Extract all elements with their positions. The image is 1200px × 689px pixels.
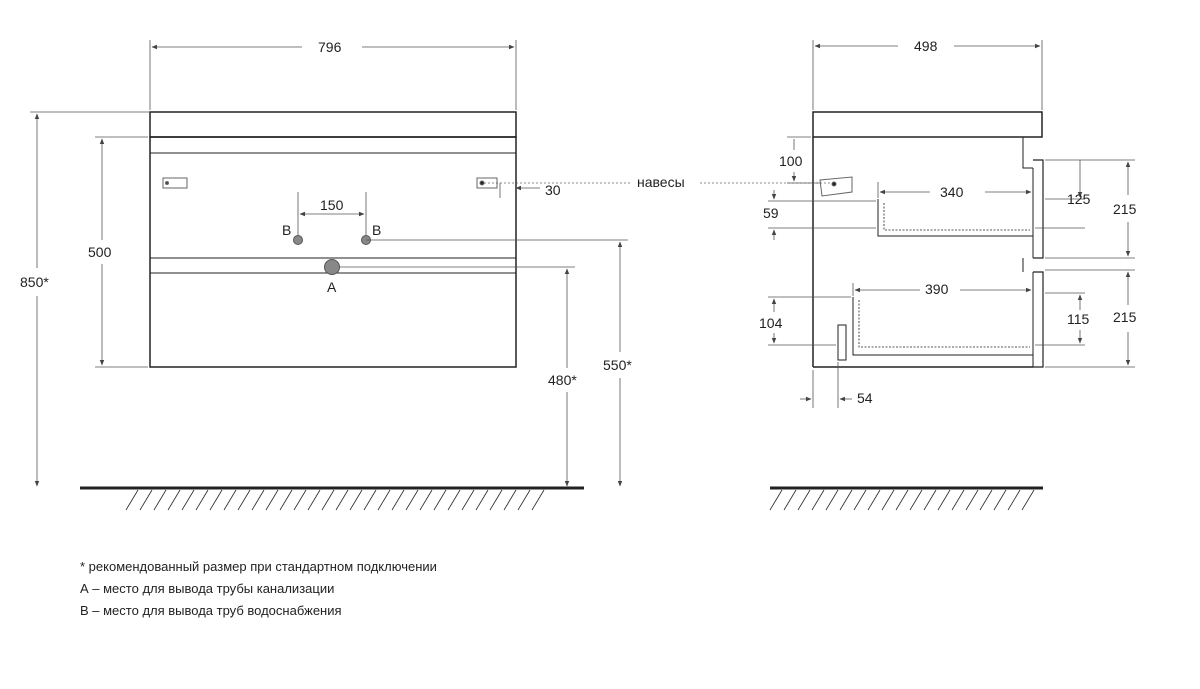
- drawer1-total-label: 215: [1113, 201, 1137, 217]
- drawer1-height-label: 59: [763, 205, 779, 221]
- supply-pipe-left-icon: [293, 235, 303, 245]
- legend-note-asterisk: * рекомендованный размер при стандартном…: [80, 559, 437, 574]
- floor-hatch-line: [1021, 489, 1035, 511]
- floor-hatch-line: [517, 489, 531, 511]
- floor-hatch-line: [125, 489, 139, 511]
- front-cabinet-body: [149, 136, 517, 368]
- floor-hatch-line: [307, 489, 321, 511]
- legend: * рекомендованный размер при стандартном…: [80, 556, 437, 622]
- drawer2-front-label: 115: [1067, 311, 1090, 327]
- floor-hatch-line: [349, 489, 363, 511]
- floor-hatch-line: [447, 489, 461, 511]
- side-countertop: [812, 111, 1043, 138]
- floor-hatch-line: [937, 489, 951, 511]
- floor-hatch-line: [237, 489, 251, 511]
- front-dimension-lines: [30, 40, 628, 487]
- floor-hatch-line: [223, 489, 237, 511]
- supply-left-label: B: [282, 222, 291, 238]
- floor-hatch-line: [293, 489, 307, 511]
- floor-hatch-line: [433, 489, 447, 511]
- floor-hatch-line: [363, 489, 377, 511]
- floor-hatch-line: [839, 489, 853, 511]
- floor-hatch-line: [965, 489, 979, 511]
- floor-hatch-line: [923, 489, 937, 511]
- supply-height-label: 550*: [603, 357, 632, 373]
- floor-hatch-line: [811, 489, 825, 511]
- floor-hatch-line: [461, 489, 475, 511]
- side-drawer-box-top: [877, 199, 1033, 237]
- floor-hatch-line: [489, 489, 503, 511]
- floor-side: [769, 486, 1043, 511]
- floor-hatch-line: [391, 489, 405, 511]
- floor-hatch-line: [503, 489, 517, 511]
- side-drawer-front-top: [1033, 159, 1044, 259]
- side-view: [812, 111, 1044, 368]
- side-hanger-icon: [819, 176, 853, 197]
- floor-hatch-line: [321, 489, 335, 511]
- side-depth-label: 498: [914, 38, 938, 54]
- floor-front: [80, 486, 584, 511]
- total-height-label: 850*: [20, 274, 49, 290]
- floor-hatch-line: [279, 489, 293, 511]
- floor-hatch-line: [209, 489, 223, 511]
- drawer1-inner-label: 340: [940, 184, 964, 200]
- back-gap-label: 54: [857, 390, 873, 406]
- side-drawer-box-bottom: [852, 297, 1033, 356]
- drain-label: A: [327, 279, 337, 295]
- drawer2-height-label: 104: [759, 315, 783, 331]
- pipe-spacing-label: 150: [320, 197, 344, 213]
- floor-hatch-line: [993, 489, 1007, 511]
- floor-hatch-line: [335, 489, 349, 511]
- hanger-left-icon: [162, 177, 188, 189]
- floor-hatch-line: [405, 489, 419, 511]
- floor-hatch-line: [895, 489, 909, 511]
- front-countertop: [149, 111, 517, 138]
- floor-hatch-line: [167, 489, 181, 511]
- legend-note-b: В – место для вывода труб водоснабжения: [80, 603, 342, 618]
- floor-hatch-line: [475, 489, 489, 511]
- floor-hatch-line: [251, 489, 265, 511]
- floor-hatch-line: [853, 489, 867, 511]
- hanger-drop-label: 100: [779, 153, 803, 169]
- body-height-label: 500: [88, 244, 112, 260]
- floor-hatch-line: [797, 489, 811, 511]
- floor-hatch-line: [769, 489, 783, 511]
- floor-hatch-line: [783, 489, 797, 511]
- drawer2-total-label: 215: [1113, 309, 1137, 325]
- floor-hatch-line: [153, 489, 167, 511]
- drain-pipe-icon: [324, 259, 340, 275]
- drawer1-front-label: 125: [1067, 191, 1091, 207]
- front-view: [149, 111, 517, 368]
- floor-hatch-line: [377, 489, 391, 511]
- floor-hatch-line: [265, 489, 279, 511]
- floor-hatch-line: [881, 489, 895, 511]
- hanger-offset-label: 30: [545, 182, 561, 198]
- floor-hatch-line: [181, 489, 195, 511]
- floor-hatch-line: [867, 489, 881, 511]
- supply-right-label: B: [372, 222, 381, 238]
- side-dimension-lines: [768, 40, 1135, 408]
- side-drawer-front-bottom: [1033, 271, 1044, 368]
- floor-hatch-line: [909, 489, 923, 511]
- floor-hatch-line: [951, 489, 965, 511]
- floor-hatch-line: [979, 489, 993, 511]
- floor-hatch-line: [195, 489, 209, 511]
- drain-height-label: 480*: [548, 372, 577, 388]
- front-width-label: 796: [318, 39, 342, 55]
- floor-hatch-line: [419, 489, 433, 511]
- drawer2-inner-label: 390: [925, 281, 949, 297]
- floor-hatch-line: [139, 489, 153, 511]
- hangers-label: навесы: [637, 174, 685, 190]
- floor-hatch-line: [531, 489, 545, 511]
- legend-note-a: А – место для вывода трубы канализации: [80, 581, 335, 596]
- floor-hatch-line: [1007, 489, 1021, 511]
- floor-hatch-line: [825, 489, 839, 511]
